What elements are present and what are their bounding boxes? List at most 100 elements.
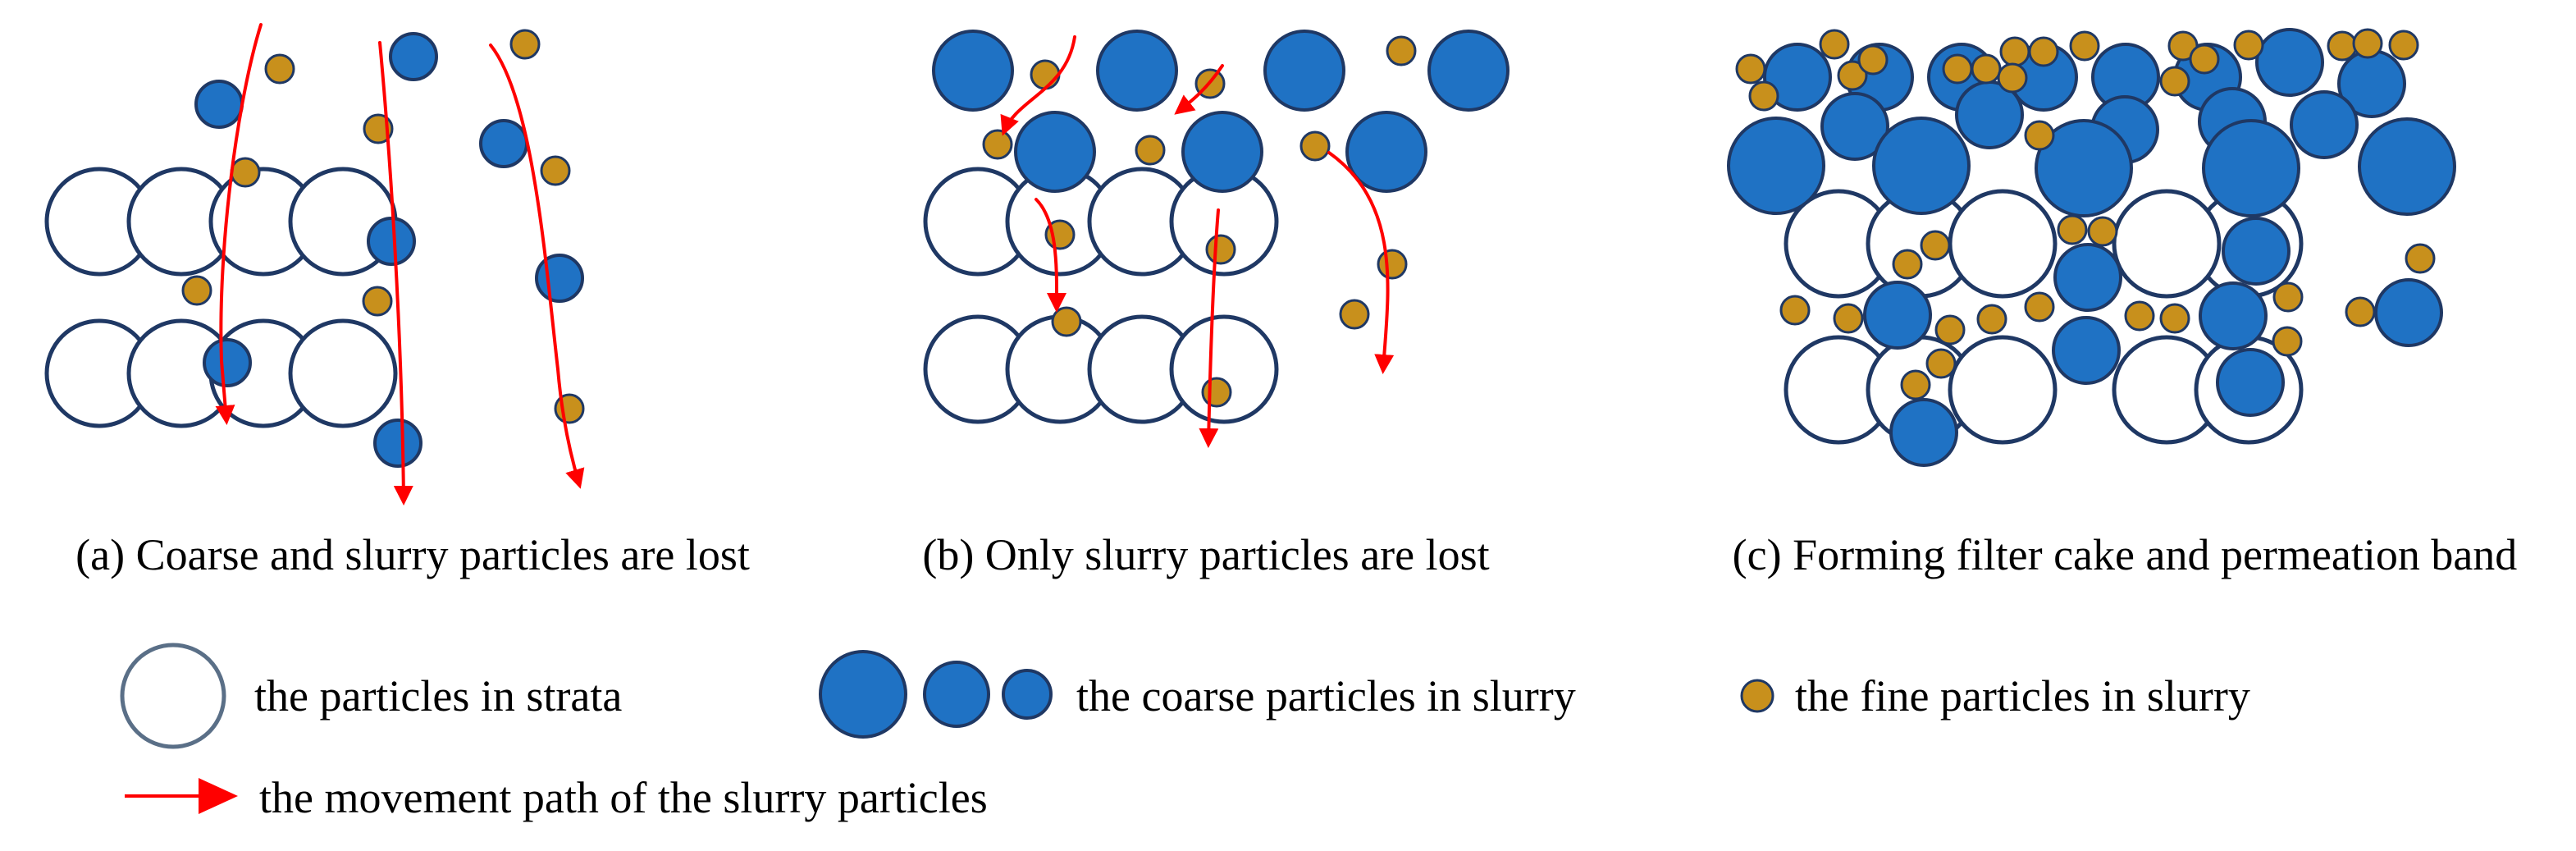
fine-particle xyxy=(2069,30,2100,62)
coarse-particle xyxy=(2053,243,2122,312)
slurry-movement-path-arrow xyxy=(215,23,263,425)
legend-fine-particle-icon xyxy=(1740,679,1774,713)
panel-b-caption: (b) Only slurry particles are lost xyxy=(922,530,1489,579)
legend-path-label: the movement path of the slurry particle… xyxy=(259,773,988,822)
fine-particle xyxy=(1386,35,1417,66)
coarse-particle xyxy=(203,338,252,387)
coarse-particle xyxy=(2290,90,2359,159)
coarse-particle xyxy=(2199,281,2268,350)
fine-particle xyxy=(1857,44,1889,75)
coarse-particle xyxy=(2222,217,2291,286)
fine-particle xyxy=(2024,120,2055,151)
fine-particle xyxy=(1837,60,1868,91)
coarse-particle xyxy=(1181,111,1263,193)
fine-particle xyxy=(1299,130,1331,162)
legend-strata-particle-icon xyxy=(120,643,226,749)
coarse-particle xyxy=(2358,117,2456,216)
fine-particle xyxy=(1201,377,1232,408)
legend-strata-label: the particles in strata xyxy=(254,671,622,721)
fine-particle xyxy=(2327,30,2358,62)
coarse-particle xyxy=(1263,30,1345,112)
fine-particle xyxy=(1971,53,2002,85)
fine-particle xyxy=(2388,30,2419,61)
fine-particle xyxy=(982,129,1013,160)
coarse-particle xyxy=(1872,117,1971,215)
fine-particle xyxy=(540,155,571,186)
slurry-movement-path-arrow xyxy=(489,43,585,489)
strata-particle xyxy=(1169,314,1279,424)
slurry-movement-path-arrow xyxy=(1199,208,1220,448)
strata-particle xyxy=(1948,189,2058,299)
panel-c-filter-cake-formation xyxy=(1727,28,2456,467)
fine-particle xyxy=(2345,296,2376,327)
coarse-particle xyxy=(2052,316,2121,385)
fine-particle xyxy=(1051,306,1082,337)
fine-particle xyxy=(1900,369,1931,400)
slurry-movement-path-arrow xyxy=(378,41,413,506)
legend-path-arrowhead-icon xyxy=(199,778,238,814)
fine-particle xyxy=(1819,29,1850,60)
fine-particle xyxy=(2087,216,2118,247)
fine-particle xyxy=(2159,66,2190,97)
legend-coarse-particle-small-icon xyxy=(1002,669,1053,720)
fine-particle xyxy=(230,157,261,188)
fine-particle xyxy=(1377,249,1408,280)
strata-particle xyxy=(2112,189,2222,299)
fine-particle xyxy=(1030,59,1061,90)
fine-particle xyxy=(1999,36,2030,67)
legend-coarse-particle-medium-icon xyxy=(923,661,990,728)
fine-particle xyxy=(2272,326,2303,357)
legend: the particles in strata the coarse parti… xyxy=(120,643,2250,822)
coarse-particle xyxy=(1096,30,1178,112)
fine-particle xyxy=(1976,304,2007,335)
fine-particle xyxy=(1934,314,1966,345)
coarse-particle xyxy=(479,119,528,168)
coarse-particle xyxy=(1014,111,1096,193)
fine-particle xyxy=(1748,80,1779,112)
coarse-particle xyxy=(1727,117,1825,215)
fine-particle xyxy=(264,53,295,85)
coarse-particle xyxy=(1427,30,1510,112)
legend-fine-label: the fine particles in slurry xyxy=(1795,671,2250,721)
coarse-particle xyxy=(1345,111,1427,193)
fine-particle xyxy=(509,29,541,60)
fine-particle xyxy=(362,286,393,317)
panel-a-caption: (a) Coarse and slurry particles are lost xyxy=(75,530,750,579)
fine-particle xyxy=(1833,303,1864,334)
fine-particle xyxy=(2028,36,2059,67)
panel-b-only-slurry-lost xyxy=(923,30,1510,448)
coarse-particle xyxy=(932,30,1014,112)
fine-particle xyxy=(1339,299,1370,330)
coarse-particle xyxy=(2216,348,2285,417)
coarse-particle xyxy=(2202,119,2300,217)
fine-particle xyxy=(1135,135,1166,166)
fine-particle xyxy=(1942,53,1973,85)
fine-particle xyxy=(1920,230,1951,261)
fine-particle xyxy=(2124,300,2155,332)
panel-c-caption: (c) Forming filter cake and permeation b… xyxy=(1733,530,2518,579)
coarse-particle xyxy=(373,419,422,468)
coarse-particle xyxy=(194,80,244,129)
fine-particle xyxy=(1205,234,1236,265)
panel-a-coarse-and-slurry-lost xyxy=(44,23,585,506)
coarse-particle xyxy=(1889,398,1958,467)
coarse-particle xyxy=(2255,28,2324,97)
slurry-movement-path-arrow xyxy=(1174,64,1224,115)
fine-particle xyxy=(2233,30,2264,61)
fine-particle xyxy=(1735,53,1766,85)
coarse-particle xyxy=(367,217,416,266)
fine-particle xyxy=(2057,214,2088,245)
coarse-particle xyxy=(2374,278,2443,347)
slurry-movement-path-arrow xyxy=(1000,35,1076,136)
fine-particle xyxy=(1892,249,1923,280)
coarse-particle xyxy=(1820,92,1889,161)
slurry-movement-path-arrow xyxy=(1327,151,1395,374)
fine-particle xyxy=(1925,348,1957,379)
fine-particle xyxy=(2272,281,2304,313)
coarse-particle xyxy=(535,254,584,303)
legend-coarse-particle-large-icon xyxy=(819,650,907,739)
fine-particle xyxy=(1779,295,1811,326)
coarse-particle xyxy=(1763,43,1832,112)
coarse-particle xyxy=(389,32,438,81)
